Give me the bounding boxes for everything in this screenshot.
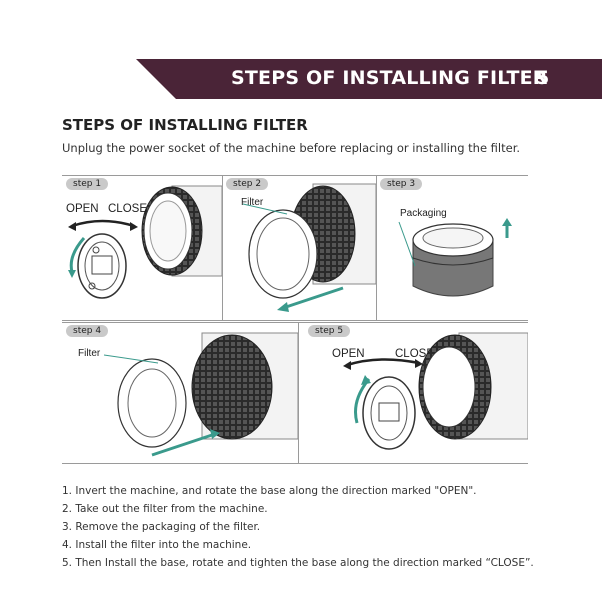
- intro-text: Unplug the power socket of the machine b…: [62, 141, 521, 155]
- instruction-3: 3. Remove the packaging of the filter.: [62, 521, 261, 533]
- banner-title: STEPS OF INSTALLING FILTER: [231, 67, 548, 89]
- step4-badge: step 4: [66, 325, 109, 337]
- bottom-row-panel: [62, 322, 528, 464]
- instruction-4: 4. Install the filter into the machine.: [62, 539, 252, 551]
- instruction-2: 2. Take out the filter from the machine.: [62, 503, 268, 515]
- top-divider-2: [376, 175, 377, 320]
- step3-packaging-label: Packaging: [400, 208, 447, 219]
- step2-badge: step 2: [226, 178, 269, 190]
- instruction-list: 1. Invert the machine, and rotate the ba…: [62, 482, 534, 572]
- step5-close-label: CLOSE: [395, 348, 434, 360]
- step3-illustration: [398, 218, 512, 297]
- step5-open-label: OPEN: [332, 348, 365, 360]
- step5-illustration: [343, 332, 528, 450]
- bottom-divider: [298, 322, 299, 463]
- page-number: 5: [536, 67, 550, 89]
- header-banner: STEPS OF INSTALLING FILTER 5: [136, 59, 602, 99]
- step1-open-label: OPEN: [66, 203, 99, 215]
- section-title: STEPS OF INSTALLING FILTER: [62, 116, 308, 134]
- step2-filter-label: Filter: [241, 197, 264, 208]
- step1-badge: step 1: [66, 178, 109, 190]
- step4-filter-label: Filter: [78, 348, 101, 359]
- instruction-5: 5. Then Install the base, rotate and tig…: [62, 557, 534, 569]
- step5-badge: step 5: [308, 325, 351, 337]
- step3-badge: step 3: [380, 178, 423, 190]
- banner-shape: [136, 59, 602, 99]
- top-divider-1: [222, 175, 223, 320]
- instruction-1: 1. Invert the machine, and rotate the ba…: [62, 485, 477, 497]
- step1-illustration: [68, 185, 222, 299]
- top-row-panel: [62, 175, 528, 321]
- step1-close-label: CLOSE: [108, 203, 147, 215]
- step4-illustration: [103, 332, 298, 457]
- step2-illustration: [242, 183, 376, 312]
